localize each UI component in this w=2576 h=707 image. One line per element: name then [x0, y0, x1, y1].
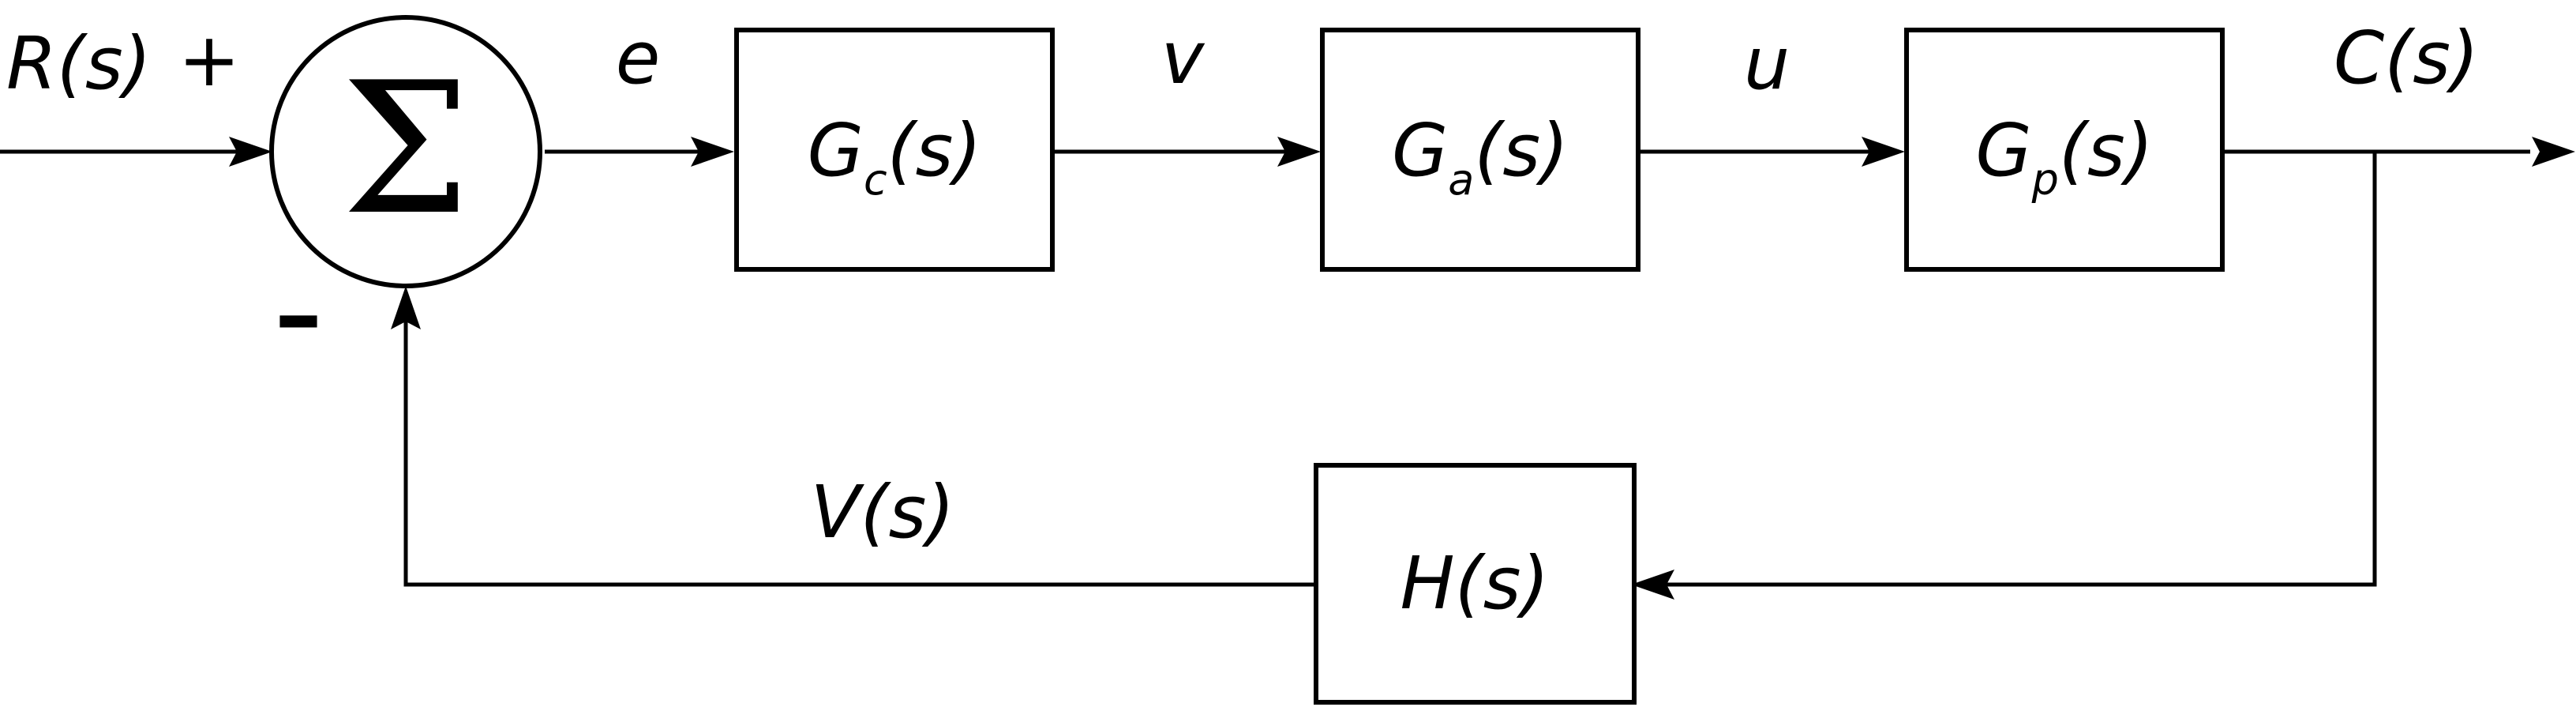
- feedback-takeoff-line: [1642, 152, 2377, 587]
- actuator-block: [1320, 28, 1640, 272]
- actuator-output-signal-label: u: [1744, 21, 1790, 106]
- plant-main: G: [1975, 108, 2031, 193]
- minus-sign: –: [275, 261, 322, 370]
- actuator-block-label: Ga(s): [1392, 108, 1569, 205]
- feedback-return-line: [403, 303, 1316, 587]
- summing-junction: [269, 15, 542, 288]
- feedback-main: H: [1400, 541, 1455, 626]
- sigma-symbol: Σ: [342, 44, 471, 255]
- controller-output-signal-label: v: [1161, 16, 1206, 100]
- error-signal-label: e: [616, 16, 661, 100]
- controller-subscript: c: [864, 155, 887, 205]
- output-arrowhead: [2532, 137, 2575, 167]
- plant-block-label: Gp(s): [1975, 108, 2153, 205]
- controller-block: [734, 28, 1055, 272]
- input-signal-label: R(s): [6, 21, 152, 106]
- controller-block-label: Gc(s): [808, 108, 982, 205]
- error-arrowhead: [691, 137, 734, 167]
- feedback-arrowhead: [1631, 570, 1674, 600]
- actuator-output-arrowhead: [1862, 137, 1905, 167]
- plant-block: [1904, 28, 2225, 272]
- plus-sign: +: [178, 17, 241, 103]
- plant-subscript: p: [2031, 155, 2059, 205]
- actuator-subscript: a: [1448, 155, 1474, 205]
- input-arrowhead: [229, 137, 272, 167]
- feedback-signal-label: V(s): [811, 470, 955, 555]
- controller-main: G: [808, 108, 864, 193]
- plant-argument: (s): [2059, 108, 2154, 193]
- feedback-return-arrowhead: [391, 286, 421, 329]
- feedback-argument: (s): [1455, 541, 1550, 626]
- controller-argument: (s): [887, 108, 982, 193]
- feedback-block: [1314, 463, 1637, 705]
- output-signal-label: C(s): [2334, 16, 2479, 100]
- controller-output-arrowhead: [1277, 137, 1321, 167]
- actuator-main: G: [1392, 108, 1448, 193]
- actuator-argument: (s): [1474, 108, 1569, 193]
- feedback-block-label: H(s): [1400, 541, 1550, 626]
